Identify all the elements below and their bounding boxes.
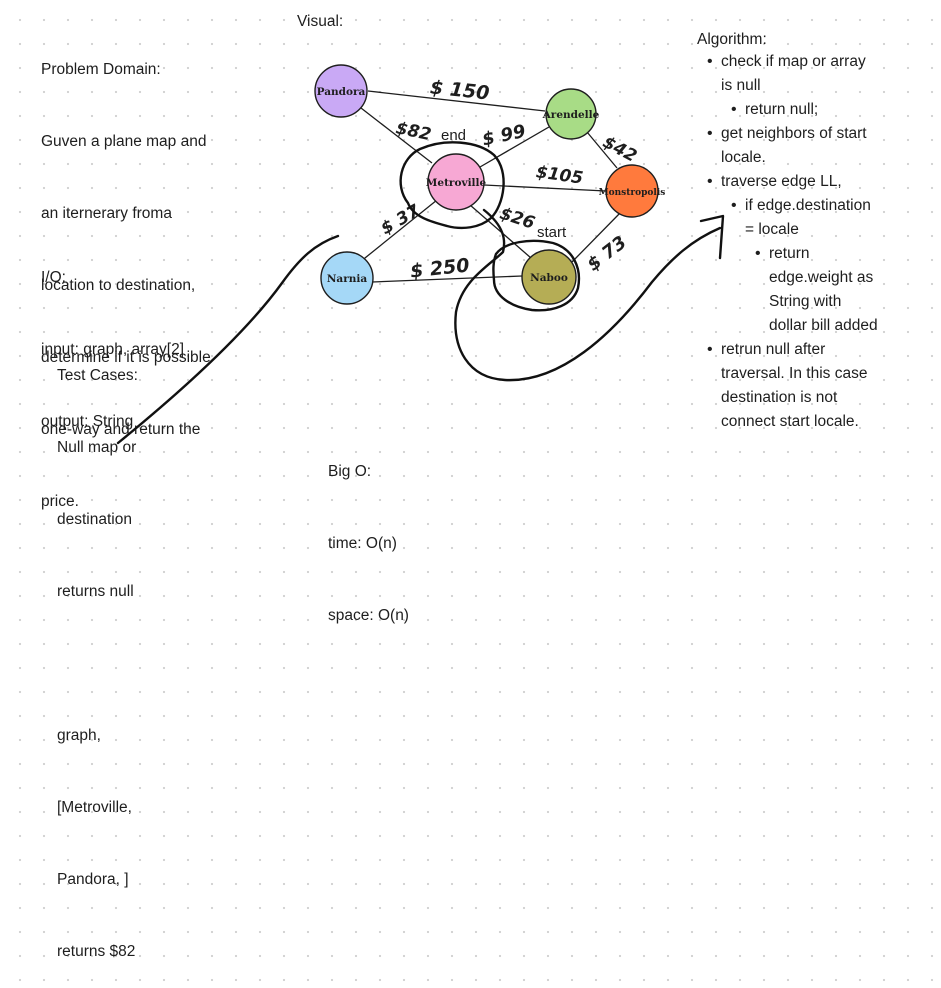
end-circle-annotation <box>399 141 505 230</box>
io-block: I/O: input: graph, array[2] output: Stri… <box>41 218 184 458</box>
problem-line: one-way and return the <box>41 421 201 438</box>
edge-arendelle-monstropolis <box>586 131 618 169</box>
algo-item: = locale <box>745 221 799 238</box>
edge-narnia-naboo <box>371 275 523 283</box>
test-line: Test Cases: <box>57 367 138 384</box>
node-label-monstropolis: Monstropolis <box>599 188 666 198</box>
test-case-pointer <box>116 234 340 445</box>
node-naboo <box>521 249 577 305</box>
node-label-pandora: Pandora <box>317 86 366 98</box>
problem-line: price. <box>41 493 79 510</box>
weight-metroville-naboo: $26 <box>497 204 537 234</box>
node-label-arendelle: Arendelle <box>542 109 600 121</box>
visual-title: Visual: <box>297 13 344 30</box>
edge-metroville-narnia <box>359 199 438 263</box>
weight-pandora-metroville: $82 <box>394 118 433 145</box>
algorithm-title: Algorithm: <box>697 31 767 48</box>
test-line: destination <box>57 511 132 528</box>
algo-item: check if map or array <box>701 50 878 74</box>
route-arrow-annotation <box>454 208 722 382</box>
algo-item: traverse edge LL, <box>701 170 878 194</box>
weight-arendelle-metroville: $ 99 <box>480 121 527 151</box>
algo-item: String with <box>769 293 842 310</box>
algo-item: connect start locale. <box>721 413 859 430</box>
algo-item: locale. <box>721 149 766 166</box>
node-pandora <box>314 64 368 118</box>
problem-line: Problem Domain: <box>41 61 161 78</box>
bigo-line: space: O(n) <box>328 607 409 624</box>
weight-pandora-arendelle: $ 150 <box>429 76 490 104</box>
algo-item: get neighbors of start <box>701 122 878 146</box>
node-label-metroville: Metroville <box>426 177 487 189</box>
test-line: graph, <box>57 727 101 744</box>
test-line: Null map or <box>57 439 137 456</box>
algo-item: is null <box>721 77 761 94</box>
test-line: returns null <box>57 583 134 600</box>
algo-item: edge.weight as <box>769 269 874 286</box>
node-label-naboo: Naboo <box>530 272 568 284</box>
node-label-narnia: Narnia <box>327 273 368 285</box>
edge-arendelle-metroville <box>479 126 550 168</box>
problem-line: determine if it is possible <box>41 349 211 366</box>
test-line: Pandora, ] <box>57 871 129 888</box>
algo-item: dollar bill added <box>769 317 878 334</box>
node-arendelle <box>545 88 597 140</box>
weight-monstropolis-naboo: $ 73 <box>583 232 630 276</box>
io-line: I/O: <box>41 269 66 286</box>
problem-line: an iternerary froma <box>41 205 172 222</box>
edge-pandora-arendelle <box>367 90 546 112</box>
io-line: input: graph, array[2] <box>41 341 185 358</box>
algo-item: return null; <box>701 98 878 122</box>
node-narnia <box>320 251 374 305</box>
test-line: returns $82 <box>57 943 136 960</box>
graph-nodes <box>314 64 659 305</box>
weight-metroville-monstropolis: $105 <box>535 162 585 188</box>
weight-metroville-narnia: $ 37 <box>378 201 424 239</box>
edge-monstropolis-naboo <box>571 210 623 263</box>
node-metroville <box>427 153 485 211</box>
start-circle-annotation <box>492 239 581 312</box>
test-line: [Metroville, <box>57 799 132 816</box>
graph-edges <box>359 90 623 283</box>
io-line: output: String <box>41 413 134 430</box>
problem-line: Guven a plane map and <box>41 133 207 150</box>
algo-item: traversal. In this case <box>721 365 868 382</box>
algo-item: if edge.destination <box>701 194 878 218</box>
route-arrow-head <box>699 214 725 260</box>
algo-item: destination is not <box>721 389 838 406</box>
start-label: start <box>537 224 567 241</box>
end-label: end <box>441 127 466 144</box>
problem-line: location to destination, <box>41 277 196 294</box>
test-line <box>57 652 138 676</box>
edge-pandora-metroville <box>360 107 433 164</box>
algo-item: retrun null after <box>701 338 878 362</box>
algorithm-list: check if map or array is null return nul… <box>701 50 878 434</box>
bigo-line: time: O(n) <box>328 535 397 552</box>
weight-arendelle-monstropolis: $42 <box>599 132 640 166</box>
node-monstropolis <box>605 164 659 218</box>
graph-diagram: Pandora Arendelle Metroville Monstropoli… <box>116 64 725 445</box>
bigo-line: Big O: <box>328 463 372 480</box>
problem-domain: Problem Domain: Guven a plane map and an… <box>41 10 211 538</box>
algo-item: return <box>701 242 878 266</box>
